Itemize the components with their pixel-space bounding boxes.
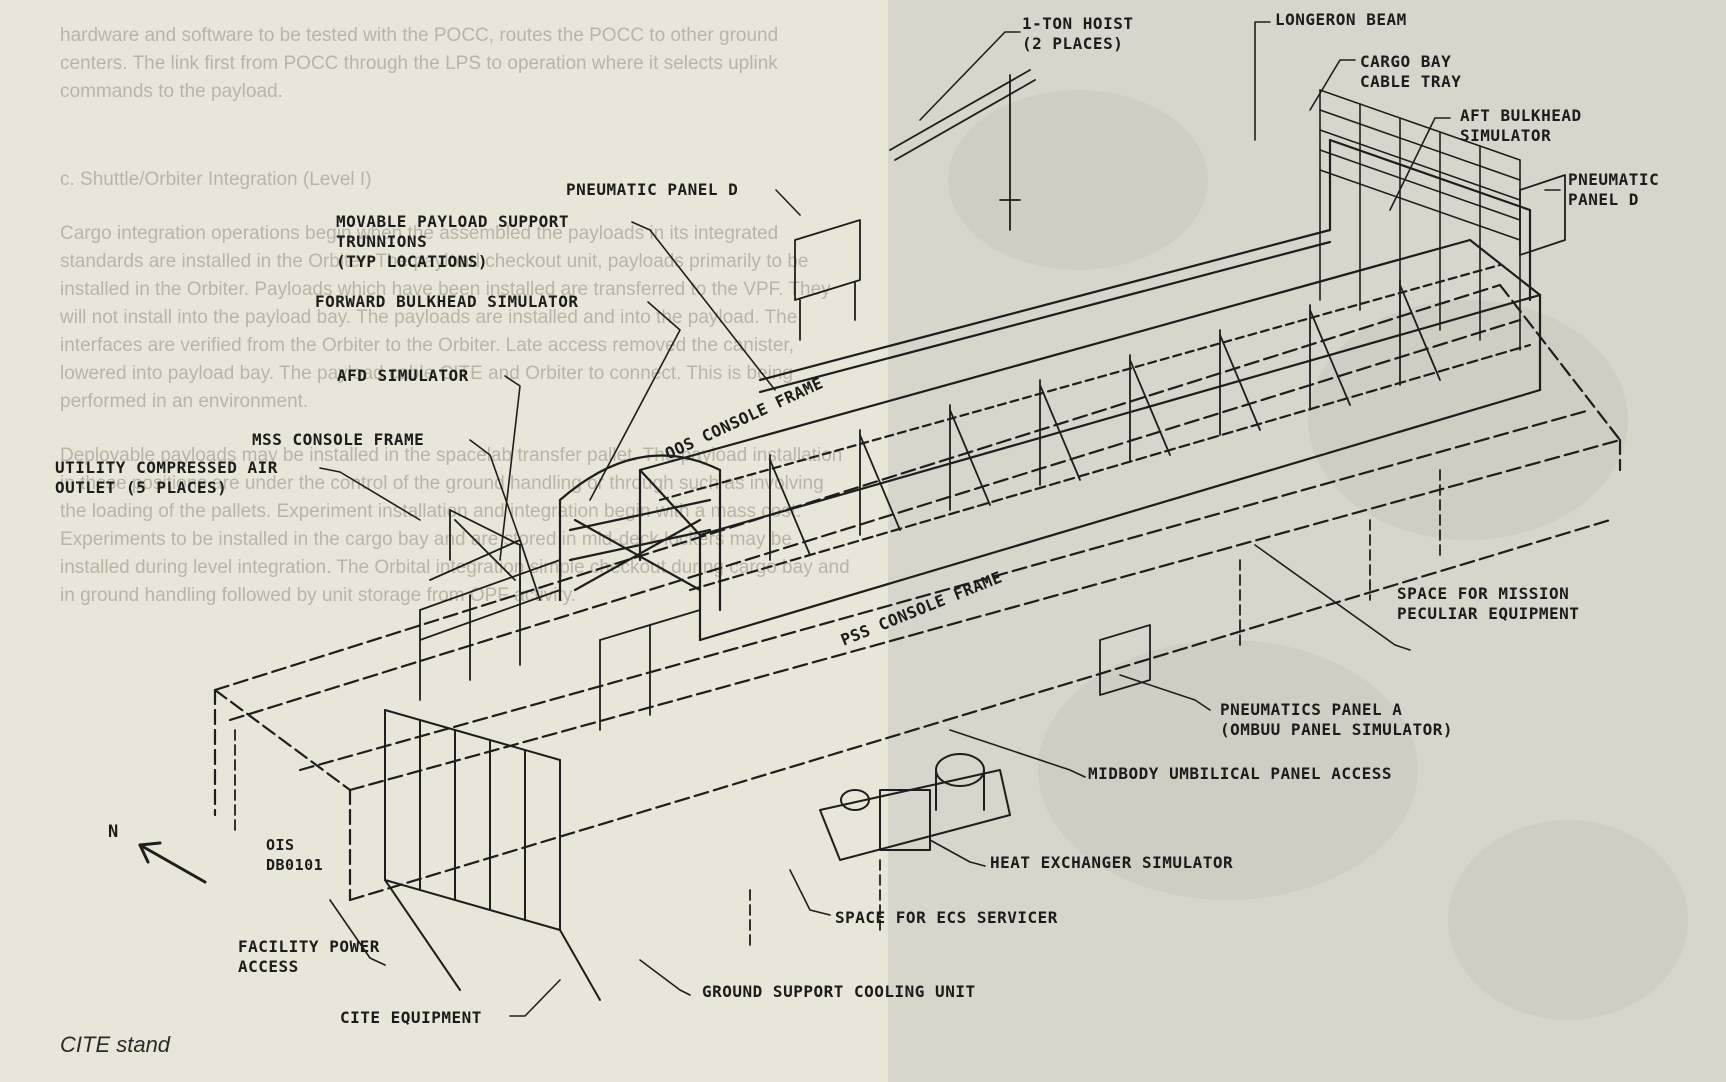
label-mss-console-frame: MSS CONSOLE FRAME [252,430,425,449]
aft-bulkhead-grid [1319,89,1521,351]
mss-console-frame [449,509,521,591]
pneumatic-panel-d-left [794,219,861,341]
bay-ribs [769,279,1441,561]
label-midbody-umbilical: MIDBODY UMBILICAL PANEL ACCESS [1088,764,1392,783]
forward-railings [419,539,701,731]
label-ground-cooling-unit: GROUND SUPPORT COOLING UNIT [702,982,976,1001]
pneumatics-panel-a [1099,624,1151,696]
background-photo-strip [888,0,1726,1082]
north-arrow [138,841,207,884]
cite-equipment-cabinets [384,709,601,1001]
label-utility-compressed-air: UTILITY COMPRESSED AIR OUTLET (5 PLACES) [55,458,278,497]
label-longeron-beam: LONGERON BEAM [1275,10,1407,29]
hoist-structure [889,69,1036,231]
payload-bay-frame [638,238,1542,642]
label-aft-bulkhead: AFT BULKHEAD SIMULATOR [1460,106,1582,145]
label-trunnions: MOVABLE PAYLOAD SUPPORT TRUNNIONS (TYP L… [336,212,570,271]
leader-lines [319,21,1561,1017]
label-space-mission-equipment: SPACE FOR MISSION PECULIAR EQUIPMENT [1397,584,1580,623]
label-hoist: 1-TON HOIST (2 PLACES) [1022,14,1134,53]
label-pneumatic-panel-d-left: PNEUMATIC PANEL D [566,180,739,199]
bg-heading: c. Shuttle/Orbiter Integration (Level I) [60,169,372,190]
label-heat-exchanger: HEAT EXCHANGER SIMULATOR [990,853,1234,872]
support-legs [234,469,1441,951]
label-forward-bulkhead: FORWARD BULKHEAD SIMULATOR [315,292,579,311]
bg-paragraph: Cargo integration operations begin when … [60,223,831,412]
label-pneumatic-panel-d-right: PNEUMATIC PANEL D [1568,170,1660,209]
label-cite-equipment: CITE EQUIPMENT [340,1008,482,1027]
label-pneumatics-panel-a: PNEUMATICS PANEL A (OMBUU PANEL SIMULATO… [1220,700,1454,739]
label-ois-code: OIS DB0101 [266,836,324,874]
figure-caption: CITE stand [60,1032,171,1057]
label-afd-simulator: AFD SIMULATOR [337,366,469,385]
heat-exchanger-machinery [819,753,1011,861]
longeron-beam [758,138,1532,394]
label-facility-power: FACILITY POWER ACCESS [238,937,380,976]
forward-bulkhead-arch [558,454,722,612]
label-north: N [108,822,119,842]
bg-paragraph: hardware and software to be tested with … [60,25,779,102]
pneumatic-panel-d-right [1519,174,1566,256]
label-ecs-servicer: SPACE FOR ECS SERVICER [835,908,1058,927]
label-cargo-bay-cable-tray: CARGO BAY CABLE TRAY [1360,52,1462,91]
